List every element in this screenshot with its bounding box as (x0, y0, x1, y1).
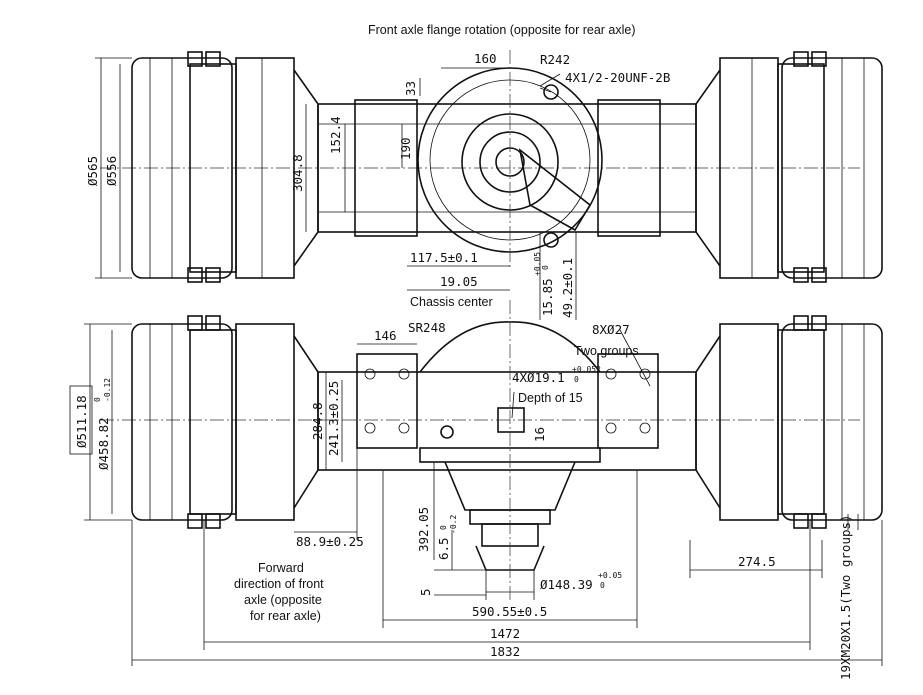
dim-49: 49.2±0.1 (560, 258, 575, 318)
dim-d565: Ø565 (85, 156, 100, 186)
note-chassis-center: Chassis center (410, 295, 493, 309)
note-rotation: Front axle flange rotation (opposite for… (368, 23, 636, 37)
dim-1472: 1472 (490, 626, 520, 641)
dim-1832: 1832 (490, 644, 520, 659)
bottom-plug (497, 407, 525, 433)
note-forward-1: Forward (258, 561, 304, 575)
dim-148-tol-top: +0.05 (598, 571, 622, 580)
top-pad-left (354, 99, 418, 237)
dim-152: 152.4 (328, 116, 343, 154)
dim-16: 16 (532, 427, 547, 442)
bottom-wheel-end-right (695, 315, 883, 529)
top-differential (417, 50, 603, 270)
dim-holes4-tol-top: +0.052 (572, 365, 601, 374)
dim-146: 146 (374, 328, 397, 343)
bottom-wheel-end-left (131, 315, 319, 529)
dim-6-5-tol-bot: -0.2 (449, 515, 458, 534)
dim-15: 15.85 (540, 278, 555, 316)
dim-33: 33 (403, 81, 418, 96)
dim-holes8: 8XØ27 (592, 322, 630, 337)
bottom-plate-right (597, 353, 659, 449)
dim-holes4-tol-bot: 0 (574, 375, 579, 384)
dim-bolts: 19XM20X1.5(Two groups) (838, 514, 853, 680)
dim-19: 19.05 (440, 274, 478, 289)
dim-6-5: 6.5 (436, 537, 451, 560)
dim-thread: 4X1/2-20UNF-2B (565, 70, 670, 85)
dim-sr248: SR248 (408, 320, 446, 335)
dim-241: 241.3±0.25 (326, 381, 341, 456)
note-forward-2: direction of front (234, 577, 324, 591)
bottom-plate-left (356, 353, 418, 449)
bottom-axle-beam (317, 371, 697, 471)
dim-d511-box (69, 385, 93, 455)
dim-d458-tol-bot: -0.12 (103, 378, 112, 402)
dim-d458: Ø458.82 (96, 417, 111, 470)
dim-190: 190 (398, 137, 413, 160)
dim-holes4: 4XØ19.1 (512, 370, 565, 385)
dim-284: 284.8 (310, 402, 325, 440)
dimension-lines (84, 57, 883, 666)
top-view (100, 50, 883, 283)
top-wheel-end-right (695, 51, 883, 283)
dim-148-tol-bot: 0 (600, 581, 605, 590)
note-forward-3: axle (opposite (244, 593, 322, 607)
dim-15-tol-top: +0.05 (533, 252, 542, 276)
dim-15-tol-bot: 0 (541, 265, 550, 270)
dim-274: 274.5 (738, 554, 776, 569)
note-depth: Depth of 15 (518, 391, 583, 405)
dim-160: 160 (474, 51, 497, 66)
dim-590: 590.55±0.5 (472, 604, 547, 619)
dim-5: 5 (418, 588, 433, 596)
dim-392: 392.05 (416, 507, 431, 552)
dim-d511: Ø511.18 (74, 395, 89, 448)
dim-r242: R242 (540, 52, 570, 67)
dim-d458-tol-top: 0 (93, 397, 102, 402)
dim-304: 304.8 (290, 154, 305, 192)
dim-6-5-tol-top: 0 (439, 525, 448, 530)
top-pad-right (597, 99, 661, 237)
dim-d556: Ø556 (104, 156, 119, 186)
note-two-groups: Two groups (574, 344, 639, 358)
dim-117: 117.5±0.1 (410, 250, 478, 265)
bottom-view (100, 300, 883, 600)
note-forward-4: for rear axle) (250, 609, 321, 623)
top-wheel-end-left (131, 51, 319, 283)
dim-148: Ø148.39 (540, 577, 593, 592)
dim-88: 88.9±0.25 (296, 534, 364, 549)
